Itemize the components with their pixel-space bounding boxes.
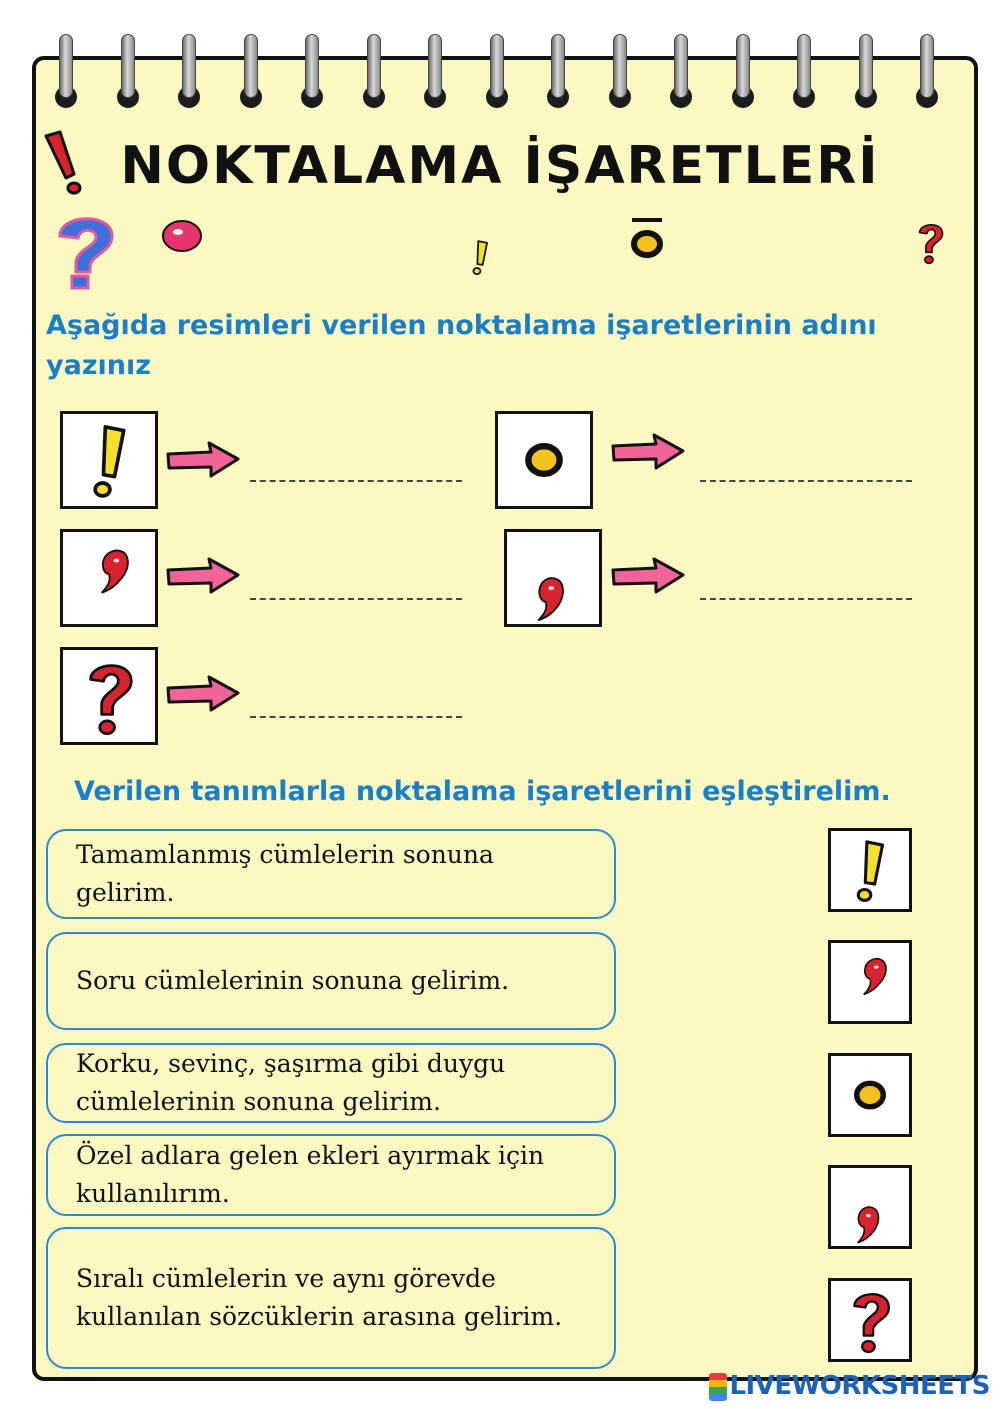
footer-text: LIVEWORKSHEETS [729, 1371, 990, 1401]
decor-question-3d-icon [58, 217, 114, 290]
naming-apostrophe-icon [60, 529, 158, 627]
spiral-ring [547, 34, 569, 112]
spiral-ring [670, 34, 692, 112]
spiral-ring [608, 34, 631, 112]
page-title: NOKTALAMA İŞARETLERİ [120, 136, 880, 196]
liveworksheets-logo: LIVEWORKSHEETS [709, 1371, 990, 1401]
answer-line-comma[interactable] [700, 598, 912, 600]
definition-card[interactable]: Sıralı cümlelerin ve aynı görevde kullan… [46, 1227, 616, 1369]
answer-line-period[interactable] [700, 480, 912, 482]
match-comma-icon[interactable] [828, 1165, 912, 1249]
answer-line-exclamation[interactable] [250, 480, 462, 482]
decor-red-question-icon [918, 223, 944, 265]
definition-text: Sıralı cümlelerin ve aynı görevde kullan… [76, 1264, 563, 1331]
spiral-ring [55, 34, 77, 112]
definition-text: Özel adlara gelen ekleri ayırmak için ku… [76, 1141, 545, 1208]
instruction-naming: Aşağıda resimleri verilen noktalama işar… [46, 310, 877, 381]
arrow-icon [611, 557, 685, 594]
definition-text: Soru cümlelerinin sonuna gelirim. [76, 966, 510, 995]
naming-comma-icon [504, 529, 602, 627]
definition-text: Tamamlanmış cümlelerin sonuna gelirim. [76, 840, 494, 907]
spiral-ring [239, 34, 262, 112]
decor-pink-dot-icon [162, 220, 202, 252]
arrow-icon [166, 557, 240, 594]
arrow-icon [166, 441, 240, 478]
spiral-ring [854, 34, 877, 112]
spiral-ring [485, 34, 508, 112]
logo-badge-icon [709, 1372, 728, 1401]
naming-exclamation-icon [60, 411, 158, 509]
spiral-ring [116, 34, 139, 112]
naming-period-icon [495, 411, 593, 509]
instruction-matching: Verilen tanımlarla noktalama işaretlerin… [74, 776, 891, 807]
definition-card[interactable]: Özel adlara gelen ekleri ayırmak için ku… [46, 1134, 616, 1216]
spiral-ring [916, 34, 938, 112]
arrow-icon [611, 433, 685, 470]
decor-dot-icon [631, 218, 663, 258]
definition-card[interactable]: Korku, sevinç, şaşırma gibi duygu cümlel… [46, 1043, 616, 1123]
naming-question-icon [60, 647, 158, 745]
decor-exclamation-icon [44, 130, 82, 195]
spiral-ring [424, 34, 446, 112]
answer-line-question[interactable] [250, 716, 462, 718]
match-exclamation-icon[interactable] [828, 828, 912, 912]
spiral-ring [793, 34, 815, 112]
definition-card[interactable]: Tamamlanmış cümlelerin sonuna gelirim. [46, 829, 616, 919]
spiral-ring [178, 34, 200, 112]
match-period-icon[interactable] [828, 1053, 912, 1137]
definition-card[interactable]: Soru cümlelerinin sonuna gelirim. [46, 932, 616, 1030]
match-question-icon[interactable] [828, 1278, 912, 1362]
decor-yellow-exclamation-icon [471, 239, 489, 276]
match-apostrophe-icon[interactable] [828, 940, 912, 1024]
spiral-ring [731, 34, 754, 112]
definition-text: Korku, sevinç, şaşırma gibi duygu cümlel… [76, 1049, 506, 1116]
spiral-ring [362, 34, 385, 112]
spiral-ring [301, 34, 323, 112]
answer-line-apostrophe[interactable] [250, 598, 462, 600]
arrow-icon [166, 675, 240, 712]
